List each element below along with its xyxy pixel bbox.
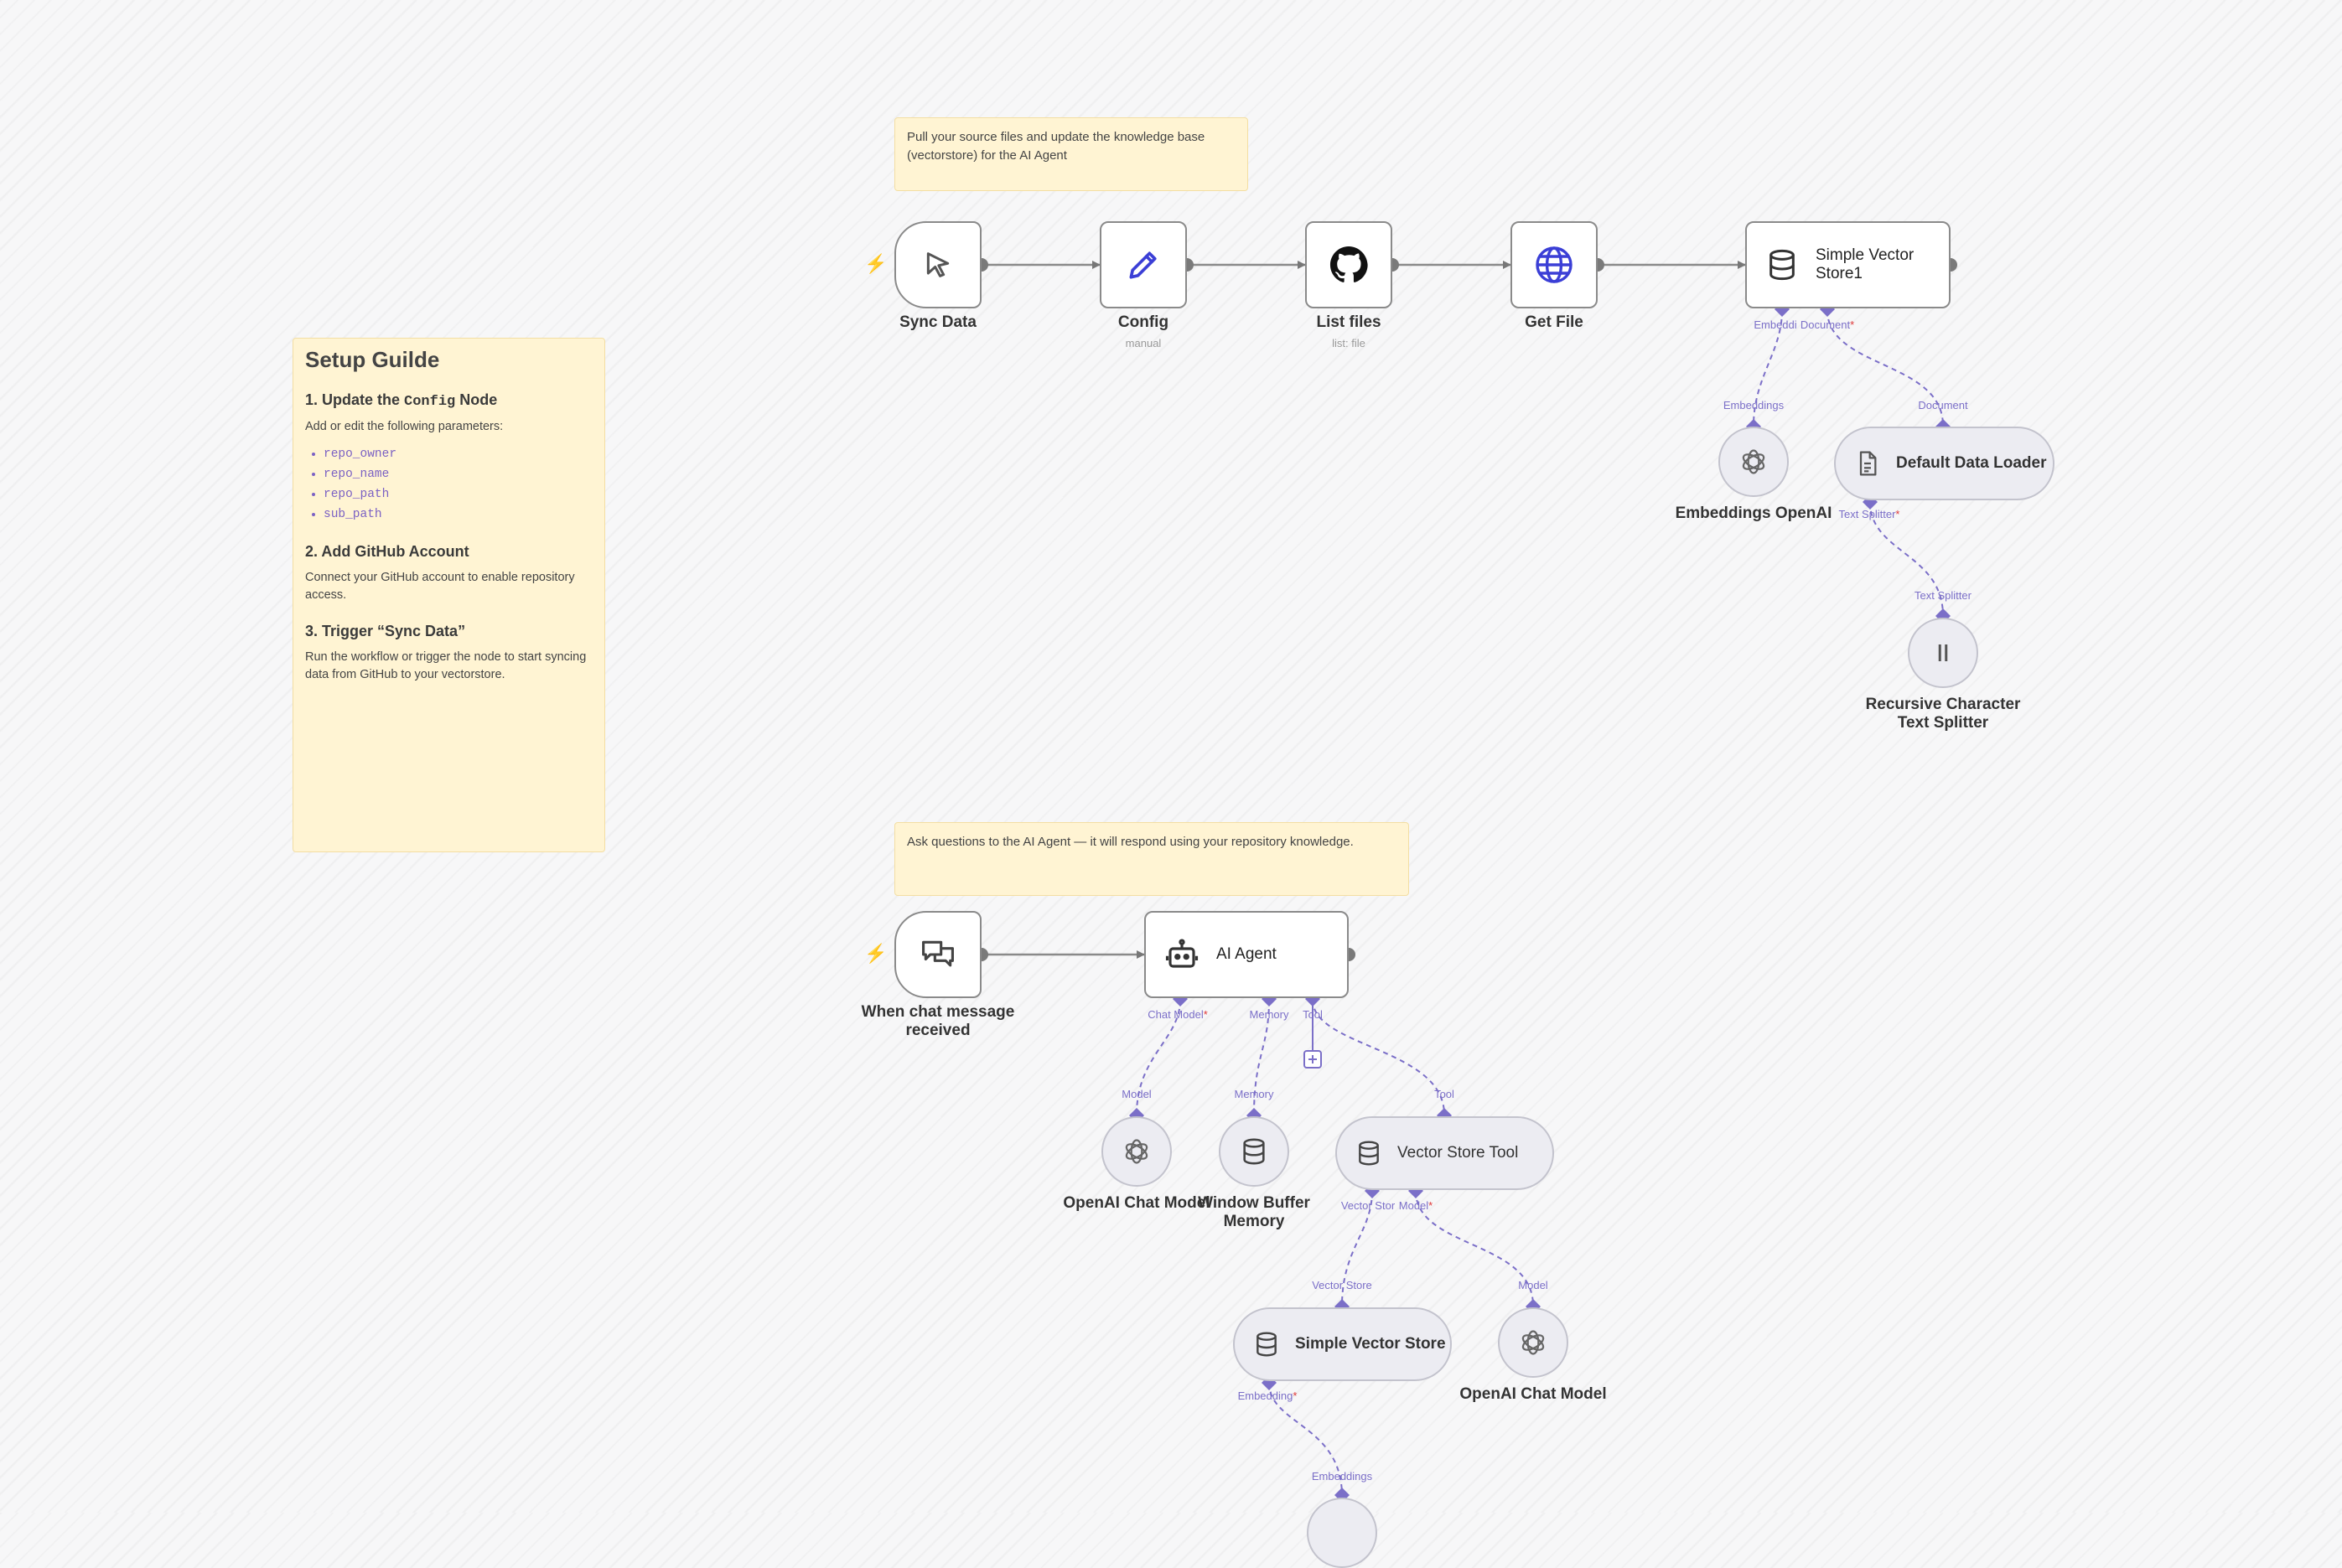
window-buffer-memory-label: Window Buffer Memory: [1198, 1194, 1310, 1230]
openai-icon: [1517, 1327, 1549, 1358]
openai-icon: [1121, 1136, 1153, 1167]
openai-chat-model-label: OpenAI Chat Model: [1063, 1194, 1210, 1212]
ai-agent-label: AI Agent: [1216, 945, 1277, 963]
port-label-document: Document*: [1800, 318, 1855, 331]
port-label-text-splitter-in: Text Splitter: [1915, 589, 1972, 602]
sync-data-label: Sync Data: [899, 313, 977, 331]
list-files-node[interactable]: [1305, 221, 1392, 308]
list-files-label: List files: [1316, 313, 1381, 331]
get-file-label: Get File: [1525, 313, 1583, 331]
openai-chat-model-node[interactable]: [1101, 1116, 1172, 1187]
port-label-model-in: Model: [1122, 1088, 1152, 1100]
default-data-loader-label: Default Data Loader: [1896, 454, 2047, 472]
port-label-model-in-2: Model: [1518, 1279, 1548, 1291]
window-buffer-memory-node[interactable]: [1219, 1116, 1289, 1187]
port-label-embeddings-in-2: Embeddings: [1311, 1470, 1373, 1483]
chat-trigger-bolt-icon: ⚡: [864, 943, 888, 964]
simple-vector-store-label: Simple Vector Store: [1295, 1335, 1446, 1353]
guide-step3-text: Run the workflow or trigger the node to …: [305, 650, 587, 681]
list-files-sublabel: list: file: [1332, 337, 1365, 349]
config-sublabel: manual: [1125, 337, 1162, 349]
database-icon: [1253, 1331, 1280, 1358]
param-item: repo_path: [324, 484, 593, 505]
sticky-note-chat[interactable]: Ask questions to the AI Agent — it will …: [894, 822, 1409, 896]
guide-step2-text: Connect your GitHub account to enable re…: [305, 571, 575, 602]
get-file-node[interactable]: [1510, 221, 1598, 308]
guide-title: Setup Guilde: [305, 347, 440, 372]
vector-store-tool-label: Vector Store Tool: [1397, 1144, 1519, 1162]
port-label-memory-in: Memory: [1234, 1088, 1274, 1100]
wire-tool: [1312, 999, 1445, 1115]
openai-chat-model-2-label: OpenAI Chat Model: [1459, 1385, 1607, 1403]
config-label: Config: [1117, 313, 1169, 331]
simple-vector-store1-node[interactable]: Simple Vector Store1: [1745, 221, 1951, 308]
port-label-memory: Memory: [1249, 1008, 1289, 1021]
port-label-vector-store-in: Vector Store: [1312, 1279, 1372, 1291]
embeddings-openai-node[interactable]: [1718, 427, 1789, 497]
text-splitter-label: Recursive Character Text Splitter: [1865, 696, 2021, 732]
sticky-note-sync[interactable]: Pull your source files and update the kn…: [894, 117, 1248, 191]
pencil-icon: [1125, 246, 1162, 283]
database-icon: [1355, 1140, 1382, 1167]
port-label-chat-model: Chat Model*: [1148, 1008, 1208, 1021]
default-data-loader-node[interactable]: Default Data Loader: [1834, 427, 2054, 500]
robot-icon: [1164, 937, 1199, 972]
text-splitter-node[interactable]: [1908, 618, 1978, 688]
sync-note-text: Pull your source files and update the kn…: [907, 130, 1205, 163]
config-node[interactable]: [1100, 221, 1187, 308]
guide-step1-text: Add or edit the following parameters:: [305, 420, 504, 433]
guide-step3-title: 3. Trigger “Sync Data”: [305, 623, 466, 639]
document-icon: [1854, 450, 1881, 477]
wire-model: [1415, 1190, 1534, 1307]
cursor-icon: [921, 248, 955, 282]
database-icon: [1765, 248, 1799, 282]
guide-step1-title: 1. Update the Config Node: [305, 391, 498, 410]
guide-param-list: repo_owner repo_name repo_path sub_path: [305, 444, 593, 525]
param-item: repo_name: [324, 464, 593, 484]
database-icon: [1240, 1137, 1268, 1166]
port-label-model-out: Model*: [1398, 1199, 1433, 1212]
setup-guide-note[interactable]: Setup Guilde 1. Update the Config Node A…: [293, 338, 605, 852]
sync-data-node[interactable]: [894, 221, 982, 308]
chat-icon: [920, 936, 956, 973]
port-label-tool-in: Tool: [1434, 1088, 1454, 1100]
globe-icon: [1534, 245, 1574, 285]
port-label-embeddings-in: Embeddings: [1723, 399, 1785, 411]
port-label-text-splitter-out: Text Splitter*: [1838, 508, 1900, 520]
simple-vector-store-node[interactable]: Simple Vector Store: [1233, 1307, 1452, 1381]
port-label-document-in: Document: [1918, 399, 1968, 411]
embeddings-openai-label: Embeddings OpenAI: [1675, 505, 1832, 522]
chat-note-text: Ask questions to the AI Agent — it will …: [907, 835, 1354, 849]
github-icon: [1329, 246, 1368, 284]
chat-trigger-label: When chat message received: [861, 1003, 1015, 1039]
port-label-vector-store-out: Vector Stor: [1340, 1199, 1396, 1212]
port-label-tool: Tool: [1303, 1008, 1323, 1021]
port-label-embedding: Embeddi: [1754, 318, 1797, 331]
ai-agent-node[interactable]: AI Agent: [1144, 911, 1349, 998]
guide-step2-title: 2. Add GitHub Account: [305, 543, 469, 560]
trigger-bolt-icon: ⚡: [864, 253, 888, 274]
param-item: repo_owner: [324, 444, 593, 464]
add-tool-button: [1303, 1050, 1322, 1069]
simple-vector-store1-label: Simple Vector Store1: [1816, 246, 1915, 282]
vector-store-tool-node[interactable]: Vector Store Tool: [1335, 1116, 1554, 1190]
port-label-embedding-out: Embedding*: [1237, 1389, 1298, 1402]
embeddings-node-partial[interactable]: [1307, 1498, 1377, 1568]
splitter-icon: [1930, 640, 1956, 665]
openai-icon: [1738, 446, 1769, 478]
param-item: sub_path: [324, 505, 593, 525]
chat-trigger-node[interactable]: [894, 911, 982, 998]
openai-chat-model-2-node[interactable]: [1498, 1307, 1568, 1378]
